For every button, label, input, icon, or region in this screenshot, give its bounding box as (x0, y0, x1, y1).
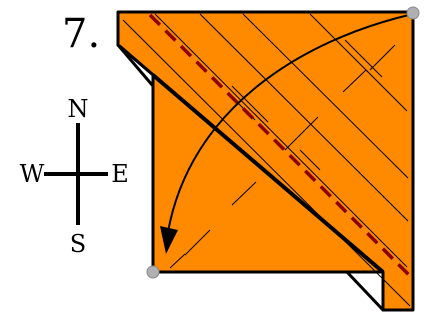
crease-line (169, 253, 186, 269)
fold-edge-diagonal (151, 73, 385, 274)
crease-line (231, 181, 257, 206)
compass-west-label: W (20, 160, 45, 188)
crease-line (184, 229, 211, 256)
grey-dot-icon (146, 265, 160, 279)
crease-line (154, 13, 408, 268)
valley-fold-line (148, 13, 412, 278)
compass: N S E W (20, 95, 129, 258)
paper-back-flap-bottom-right (345, 270, 385, 312)
compass-north-label: N (68, 95, 89, 123)
crease-line (199, 13, 409, 222)
step-number: 7. (62, 11, 100, 57)
crease-line (284, 116, 319, 151)
grey-dot-icon (406, 6, 420, 20)
curved-arrow-icon (160, 13, 414, 254)
curved-arrow-head (160, 226, 178, 254)
crease-line (242, 13, 409, 179)
crease-line (122, 19, 411, 307)
crease-line (309, 13, 408, 112)
crease-line (342, 69, 367, 93)
curved-arrow-path (167, 13, 414, 233)
compass-south-label: S (70, 230, 86, 258)
compass-east-label: E (111, 160, 129, 188)
crease-line (344, 39, 383, 78)
crease-line (369, 44, 396, 71)
crease-line (231, 85, 269, 123)
crease-line (299, 149, 321, 171)
